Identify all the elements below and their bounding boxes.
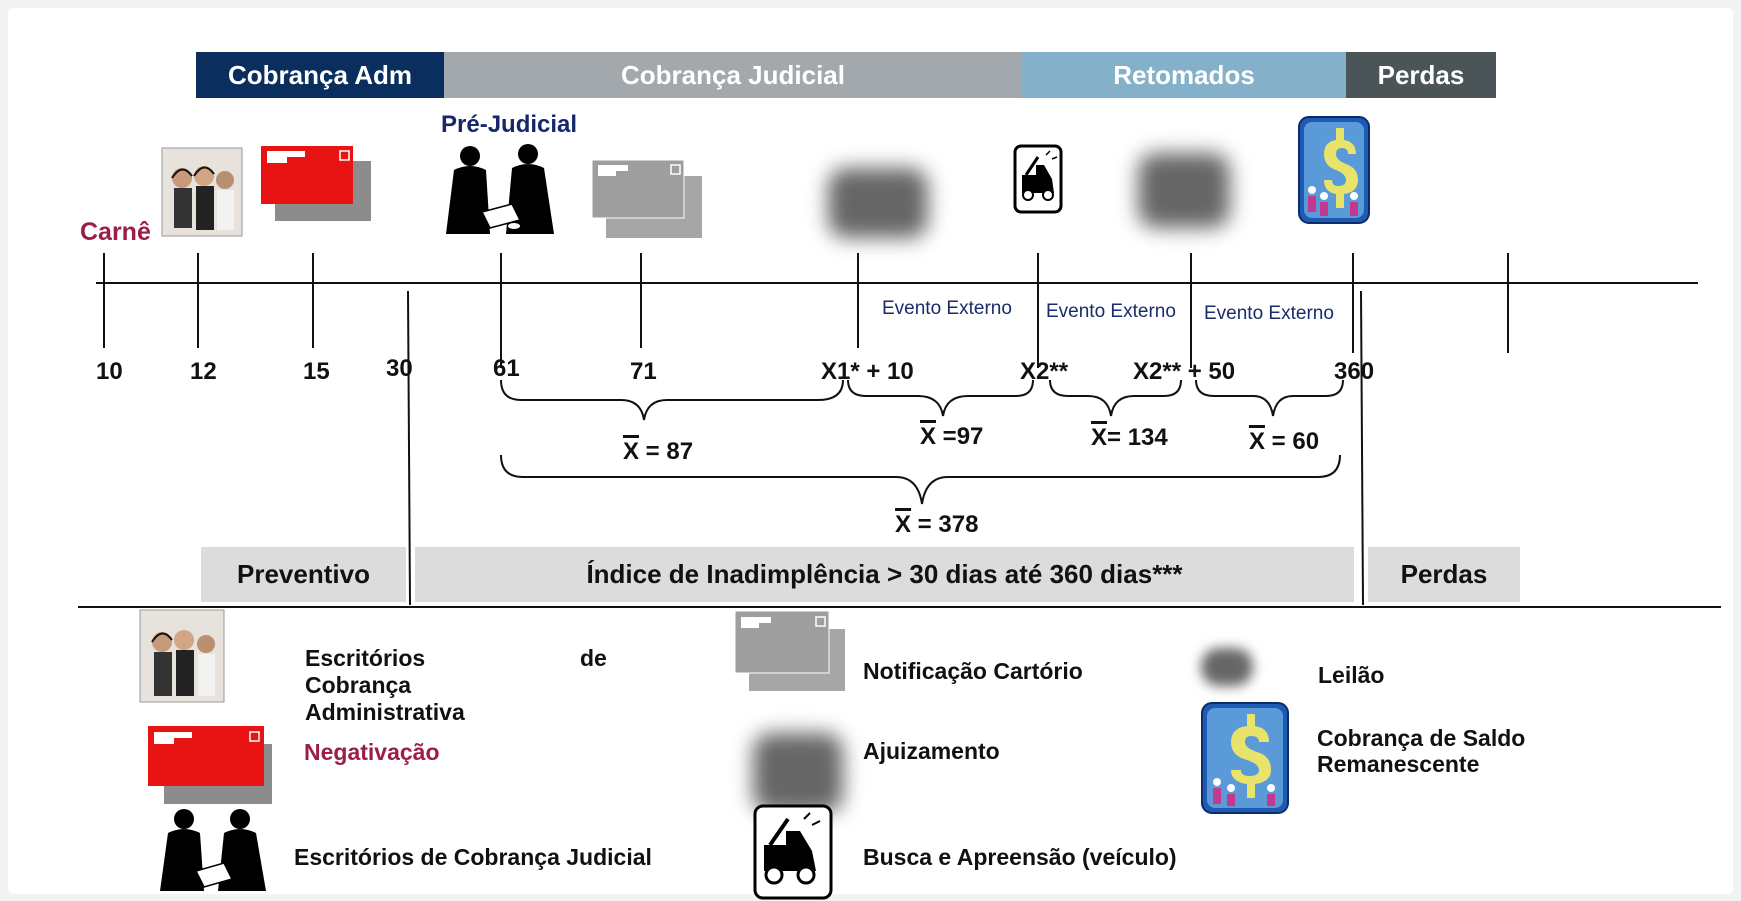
tick-label-10: 10 [96,358,123,385]
money-people-icon [1201,702,1289,814]
brace-x250-360 [1195,379,1344,417]
timeline-svg [78,253,1721,608]
legend-ajuizamento: Ajuizamento [863,738,1000,764]
lawyers-silhouette-icon [446,144,554,234]
tick-label-x1-10: X1* + 10 [821,358,914,385]
tow-truck-icon [753,804,833,900]
blurred-image-icon [1201,648,1253,686]
legend-busca-apreensao: Busca e Apreensão (veículo) [863,844,1177,870]
legend-escritorios-adm-line2: Cobrança [305,672,412,698]
header-perdas: Perdas [1346,52,1496,98]
legend-leilao: Leilão [1318,662,1385,688]
tick-label-12: 12 [190,358,217,385]
red-card-icon [261,146,371,221]
pre-judicial-label: Pré-Judicial [441,111,578,138]
blurred-image-icon [753,733,843,813]
tick-label-x2: X2** [1020,358,1069,385]
brace-total [500,454,1341,505]
carne-label: Carnê [80,218,151,246]
brace-x2-x250 [1049,379,1182,417]
header-cobranca-judicial: Cobrança Judicial [444,52,1022,98]
legend-negativacao: Negativação [304,739,440,765]
tick-label-30: 30 [386,355,413,382]
tick-30 [407,290,411,606]
blurred-image-icon [1138,153,1230,228]
legend-escritorios-adm-line3: Administrativa [305,699,465,725]
average-60: X = 60 [1249,428,1319,456]
legend-notificacao: Notificação Cartório [863,658,1083,684]
money-people-icon [1298,116,1370,224]
brace-x1-x2 [847,379,1034,417]
band-preventivo: Preventivo [201,547,406,602]
diagram-canvas: Cobrança Adm Cobrança Judicial Retomados… [8,8,1733,900]
perdas-divider [1360,290,1364,606]
average-378: X = 378 [895,511,978,539]
average-378-value: = 378 [911,511,979,538]
tick-label-71: 71 [630,358,657,385]
call-center-photo-icon [139,609,225,703]
average-134: X= 134 [1091,424,1168,452]
average-60-value: = 60 [1265,428,1320,455]
grey-card-icon [734,610,845,691]
legend-saldo-line2: Remanescente [1317,751,1480,777]
xbar-symbol: X [895,511,912,538]
tick-label-15: 15 [303,358,330,385]
xbar-symbol: X [920,423,937,450]
evento-externo-3: Evento Externo [1204,303,1334,324]
evento-externo-1: Evento Externo [882,298,1012,319]
average-97-value: =97 [936,423,984,450]
legend-escritorios-adm-line1: Escritórios [305,645,426,671]
call-center-photo-icon [161,147,243,237]
average-87: X = 87 [623,438,693,466]
legend-saldo-line1: Cobrança de Saldo [1317,725,1526,751]
evento-externo-2: Evento Externo [1046,301,1176,322]
header-retomados: Retomados [1022,52,1346,98]
average-87-value: = 87 [639,438,694,465]
grey-card-icon [591,159,702,238]
lawyers-silhouette-icon [160,809,266,891]
xbar-symbol: X [1091,424,1108,451]
average-97: X =97 [920,423,983,451]
legend-escritorios-adm-de: de [580,645,607,671]
blurred-image-icon [828,168,928,238]
header-cobranca-adm: Cobrança Adm [196,52,444,98]
xbar-symbol: X [623,438,640,465]
tick-label-61: 61 [493,355,520,382]
red-card-icon [148,726,272,804]
average-134-value: = 134 [1107,424,1168,451]
legend-escritorios-judicial: Escritórios de Cobrança Judicial [294,844,652,870]
tow-truck-icon [1013,144,1063,214]
band-indice-inadimplencia: Índice de Inadimplência > 30 dias até 36… [415,547,1354,602]
band-perdas: Perdas [1368,547,1520,602]
brace-61-x1 [500,379,844,421]
xbar-symbol: X [1249,428,1266,455]
tick-label-x2-50: X2** + 50 [1133,358,1236,385]
tick-label-360: 360 [1334,358,1375,385]
